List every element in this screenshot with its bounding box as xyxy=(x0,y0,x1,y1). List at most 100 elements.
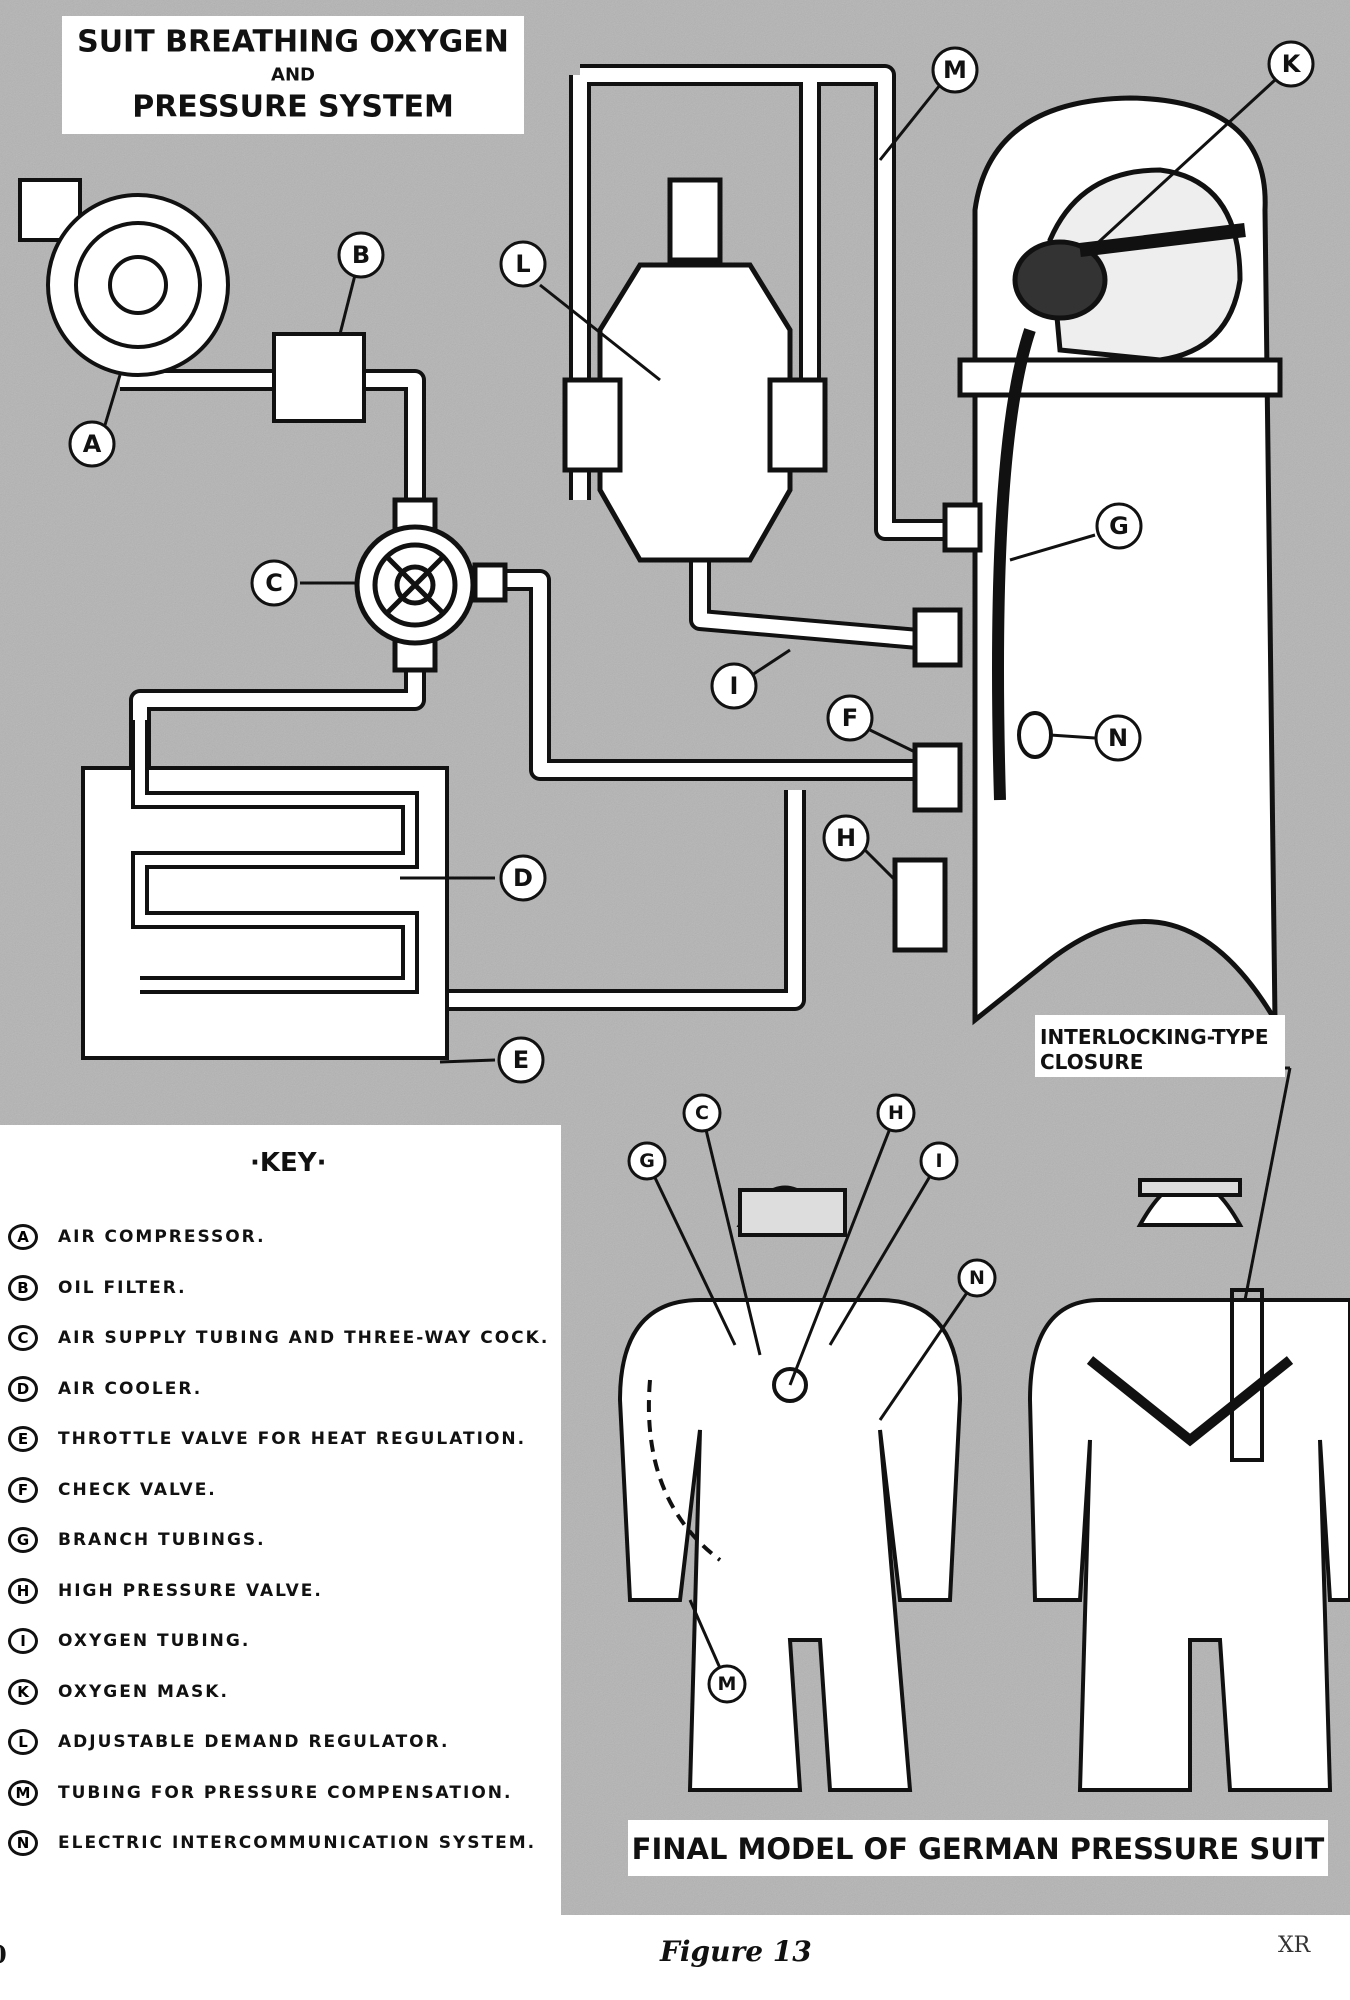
intercom-unit xyxy=(1017,711,1053,759)
key-text: AIR SUPPLY TUBING AND THREE-WAY COCK. xyxy=(58,1328,550,1349)
callout-m: M xyxy=(931,46,979,94)
svg-text:H: H xyxy=(836,824,856,852)
key-letter-badge: D xyxy=(8,1375,38,1402)
demand-regulator xyxy=(562,177,828,563)
key-letter-badge: G xyxy=(8,1527,38,1554)
key-text: OIL FILTER. xyxy=(58,1277,187,1298)
suit-front xyxy=(617,1185,963,1792)
key-item: G BRANCH TUBINGS. xyxy=(8,1515,549,1566)
title-box: SUIT BREATHING OXYGEN AND PRESSURE SYSTE… xyxy=(62,16,524,134)
key-text: ADJUSTABLE DEMAND REGULATOR. xyxy=(58,1732,450,1753)
svg-text:C: C xyxy=(265,569,283,597)
helmet-head xyxy=(957,95,1283,1030)
callout-l: L xyxy=(499,240,547,288)
key-title: ·KEY· xyxy=(250,1148,327,1178)
svg-text:D: D xyxy=(513,864,533,892)
callout-a: A xyxy=(68,420,116,468)
three-way-cock xyxy=(354,497,508,673)
corner-mark: XR xyxy=(1278,1933,1311,1958)
key-text: TUBING FOR PRESSURE COMPENSATION. xyxy=(58,1782,513,1803)
key-text: AIR COMPRESSOR. xyxy=(58,1227,266,1248)
key-list: A AIR COMPRESSOR. B OIL FILTER. C AIR SUPPL… xyxy=(8,1212,549,1869)
key-text: AIR COOLER. xyxy=(58,1378,203,1399)
svg-text:A: A xyxy=(83,430,102,458)
suit-callout-i: I xyxy=(919,1141,959,1181)
key-letter-badge: M xyxy=(8,1779,38,1806)
suit-callout-m: M xyxy=(707,1664,747,1704)
svg-text:M: M xyxy=(943,56,967,84)
key-letter-badge: N xyxy=(8,1830,38,1857)
page-number: 0 xyxy=(0,1940,7,1969)
svg-text:CLOSURE: CLOSURE xyxy=(1040,1050,1143,1074)
key-letter-badge: F xyxy=(8,1476,38,1503)
figure-caption: Figure 13 xyxy=(660,1935,812,1968)
key-item: M TUBING FOR PRESSURE COMPENSATION. xyxy=(8,1768,549,1819)
key-letter-badge: C xyxy=(8,1325,38,1352)
callout-k: K xyxy=(1267,40,1315,88)
svg-text:E: E xyxy=(513,1046,529,1074)
key-text: ELECTRIC INTERCOMMUNICATION SYSTEM. xyxy=(58,1833,537,1854)
key-text: CHECK VALVE. xyxy=(58,1479,217,1500)
svg-text:M: M xyxy=(718,1673,737,1695)
key-item: C AIR SUPPLY TUBING AND THREE-WAY COCK. xyxy=(8,1313,549,1364)
svg-text:H: H xyxy=(888,1102,904,1124)
key-item: L ADJUSTABLE DEMAND REGULATOR. xyxy=(8,1717,549,1768)
key-item: F CHECK VALVE. xyxy=(8,1465,549,1516)
svg-text:F: F xyxy=(842,704,858,732)
svg-text:C: C xyxy=(695,1102,709,1124)
svg-text:INTERLOCKING-TYPE: INTERLOCKING-TYPE xyxy=(1040,1025,1269,1049)
callout-e: E xyxy=(497,1036,545,1084)
callout-d: D xyxy=(499,854,547,902)
key-letter-badge: K xyxy=(8,1678,38,1705)
callout-h: H xyxy=(822,814,870,862)
callout-g: G xyxy=(1095,502,1143,550)
key-letter-badge: E xyxy=(8,1426,38,1453)
closure-label: INTERLOCKING-TYPE CLOSURE xyxy=(1035,1015,1285,1077)
svg-text:G: G xyxy=(1109,512,1129,540)
key-text: OXYGEN MASK. xyxy=(58,1681,229,1702)
oil-filter xyxy=(272,332,366,423)
callout-f: F xyxy=(826,694,874,742)
diagram-callouts: A B C D E F G H I K L M N xyxy=(68,40,1315,1084)
suit-callout-n: N xyxy=(957,1258,997,1298)
key-item: D AIR COOLER. xyxy=(8,1364,549,1415)
key-letter-badge: H xyxy=(8,1577,38,1604)
svg-text:N: N xyxy=(969,1267,985,1289)
key-text: THROTTLE VALVE FOR HEAT REGULATION. xyxy=(58,1429,527,1450)
svg-text:L: L xyxy=(515,250,530,278)
key-item: E THROTTLE VALVE FOR HEAT REGULATION. xyxy=(8,1414,549,1465)
callout-c: C xyxy=(250,559,298,607)
key-item: A AIR COMPRESSOR. xyxy=(8,1212,549,1263)
callout-b: B xyxy=(337,231,385,279)
key-item: N ELECTRIC INTERCOMMUNICATION SYSTEM. xyxy=(8,1818,549,1869)
suit-caption-box: FINAL MODEL OF GERMAN PRESSURE SUIT xyxy=(628,1820,1328,1876)
air-compressor xyxy=(18,178,230,377)
callout-i: I xyxy=(710,662,758,710)
title-line2: AND xyxy=(271,65,315,86)
svg-text:N: N xyxy=(1108,724,1128,752)
suit-callout-h: H xyxy=(876,1093,916,1133)
key-letter-badge: B xyxy=(8,1274,38,1301)
key-letter-badge: I xyxy=(8,1628,38,1655)
check-valve xyxy=(912,742,963,813)
suit-back xyxy=(1027,1178,1350,1792)
svg-text:B: B xyxy=(352,241,370,269)
key-text: BRANCH TUBINGS. xyxy=(58,1530,266,1551)
suit-callout-c: C xyxy=(682,1093,722,1133)
svg-text:FINAL MODEL OF GERMAN PRESSURE: FINAL MODEL OF GERMAN PRESSURE SUIT xyxy=(632,1832,1325,1866)
high-pressure-valve xyxy=(892,857,948,953)
title-line3: PRESSURE SYSTEM xyxy=(132,90,454,125)
svg-text:I: I xyxy=(935,1150,942,1172)
key-item: B OIL FILTER. xyxy=(8,1263,549,1314)
key-letter-badge: A xyxy=(8,1224,38,1251)
key-letter-badge: L xyxy=(8,1729,38,1756)
svg-text:G: G xyxy=(639,1150,655,1172)
key-panel xyxy=(0,1125,561,1915)
suit-callouts: C H G I N M xyxy=(627,1093,997,1704)
suit-callout-g: G xyxy=(627,1141,667,1181)
svg-text:I: I xyxy=(730,672,739,700)
key-item: K OXYGEN MASK. xyxy=(8,1667,549,1718)
